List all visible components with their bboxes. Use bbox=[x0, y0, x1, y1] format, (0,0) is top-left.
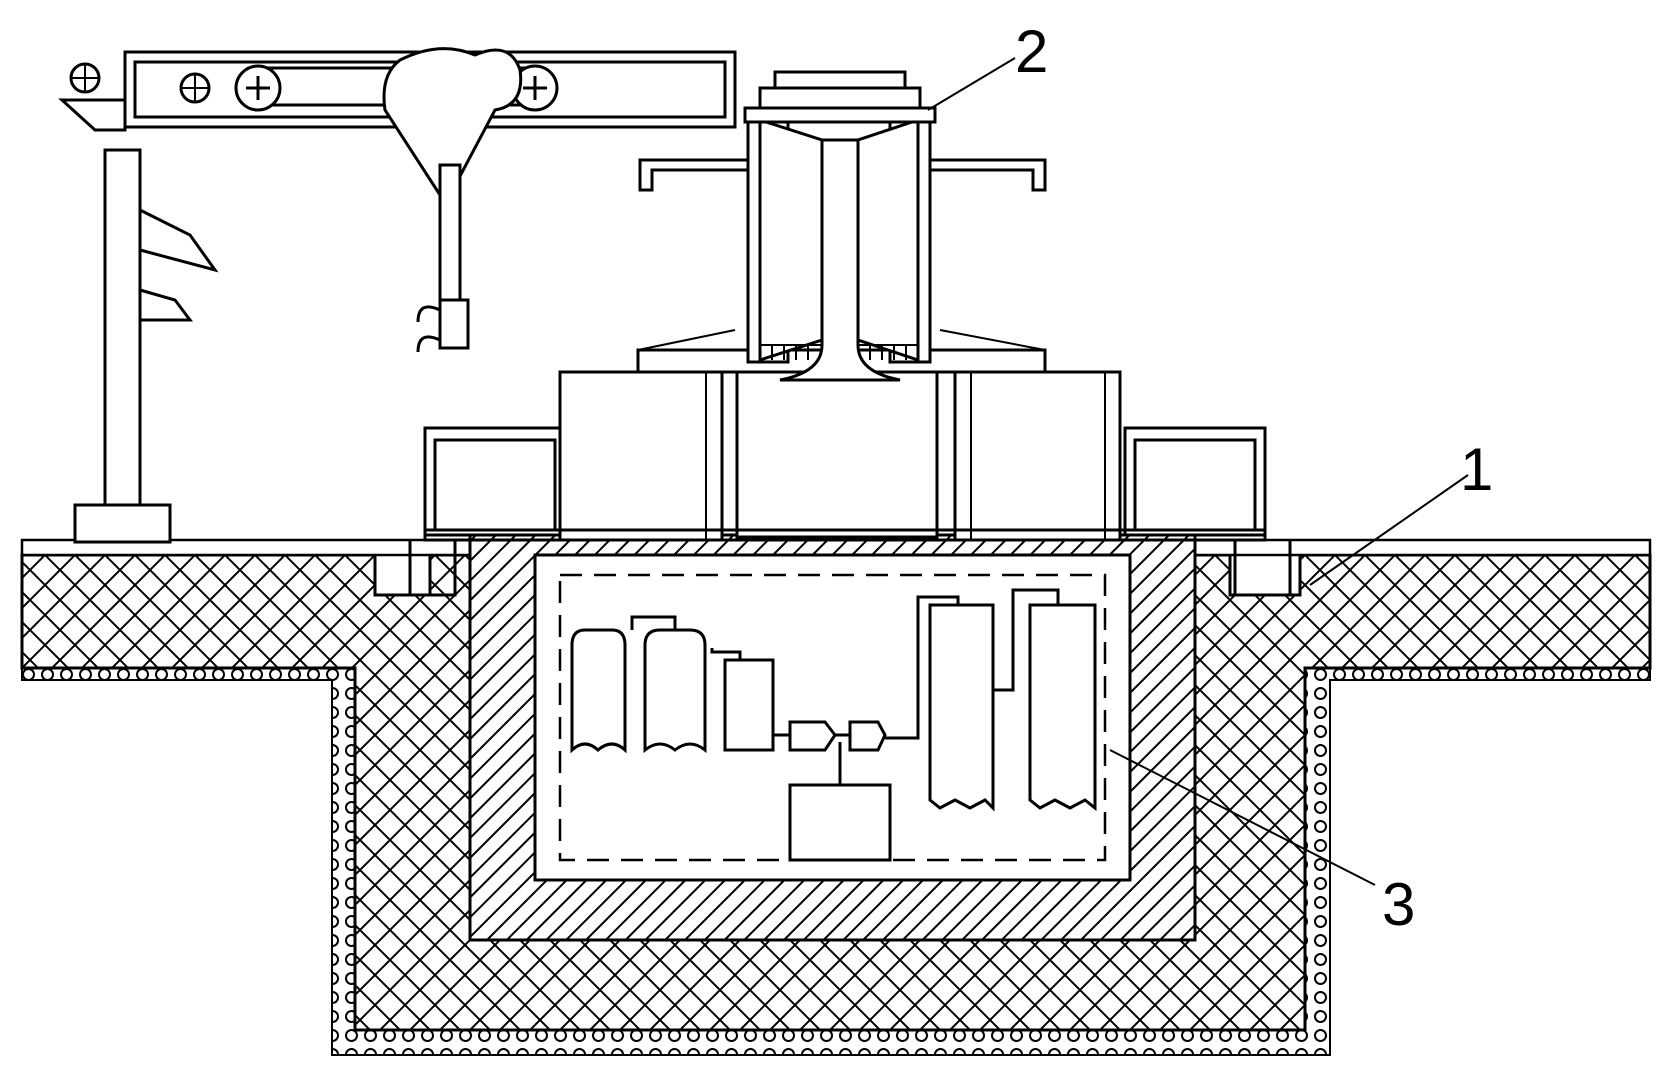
crane-bracket-2 bbox=[138, 288, 193, 322]
crane-hook-shaft bbox=[438, 163, 462, 307]
pipe-6 bbox=[885, 595, 960, 740]
tank-1 bbox=[570, 628, 627, 754]
leader-line-3 bbox=[1109, 749, 1376, 886]
chamber-equipment bbox=[558, 573, 1107, 862]
foundation-pit bbox=[20, 533, 1652, 1056]
right-gutter bbox=[1233, 540, 1292, 597]
crane-mast bbox=[103, 148, 142, 544]
column-inner-right bbox=[856, 117, 920, 363]
callout-2-label: 2 bbox=[1015, 18, 1048, 85]
column-1 bbox=[928, 603, 995, 812]
pipe-1 bbox=[630, 615, 677, 630]
flange-right bbox=[928, 158, 1047, 192]
tank-3 bbox=[723, 658, 775, 752]
callouts: 1 2 3 bbox=[927, 18, 1493, 938]
leader-line-2 bbox=[927, 57, 1016, 111]
flange-left bbox=[638, 158, 750, 192]
block-left bbox=[558, 370, 724, 542]
control-box bbox=[788, 783, 892, 862]
leader-line-1 bbox=[1309, 474, 1469, 586]
central-shaft bbox=[779, 138, 901, 382]
left-wing-inner bbox=[433, 438, 557, 532]
left-gutter bbox=[408, 540, 457, 597]
block-right bbox=[953, 370, 1122, 542]
cap-top bbox=[773, 70, 907, 90]
top-cap bbox=[743, 106, 937, 124]
crane-arm bbox=[58, 98, 127, 132]
ground-crosshatch bbox=[20, 553, 1652, 1032]
pipe-7 bbox=[993, 588, 1060, 692]
base-plate bbox=[423, 528, 1267, 542]
block-center bbox=[735, 370, 939, 539]
crane bbox=[58, 47, 737, 544]
tank-2 bbox=[643, 628, 707, 754]
column-2 bbox=[1028, 603, 1097, 812]
valve-1 bbox=[788, 720, 837, 752]
valve-2 bbox=[848, 720, 887, 752]
crane-base bbox=[73, 503, 172, 544]
cap-upper bbox=[758, 86, 922, 110]
crane-bracket-1 bbox=[138, 207, 219, 273]
crane-hook-block bbox=[438, 298, 470, 350]
column-inner-left bbox=[758, 117, 824, 363]
right-wing-inner bbox=[1133, 438, 1257, 532]
pipe-2 bbox=[710, 648, 742, 660]
superstructure bbox=[423, 70, 1267, 542]
callout-3-label: 3 bbox=[1382, 871, 1415, 938]
callout-1-label: 1 bbox=[1460, 436, 1493, 503]
crane-trolley bbox=[382, 47, 523, 197]
